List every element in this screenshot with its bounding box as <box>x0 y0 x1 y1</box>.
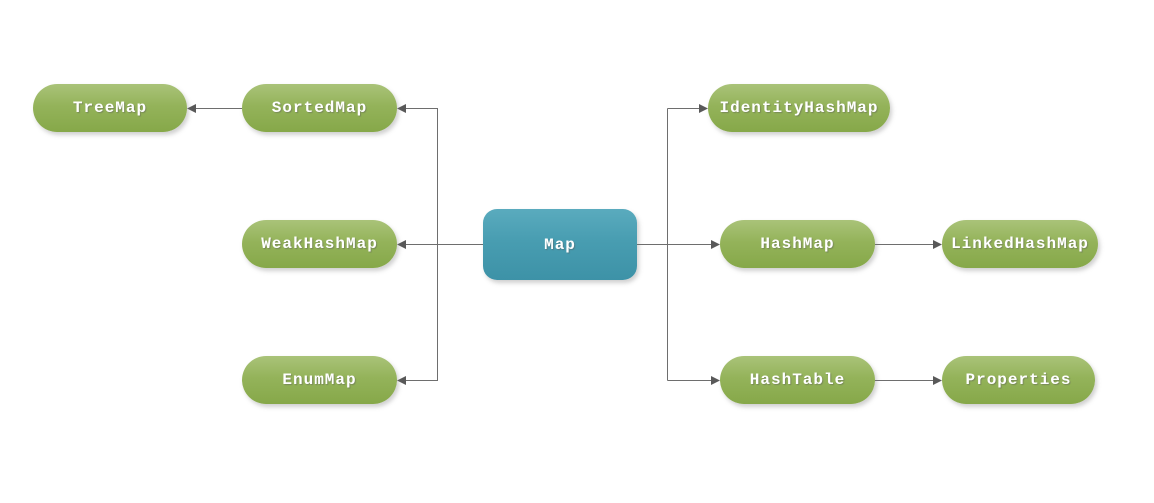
arrowhead-hashmap <box>711 240 720 249</box>
node-hashtable-label: HashTable <box>749 371 846 389</box>
node-enummap[interactable]: EnumMap <box>242 356 397 404</box>
arrowhead-hashtable <box>711 376 720 385</box>
node-identityhashmap-label: IdentityHashMap <box>719 99 879 117</box>
node-linkedhashmap[interactable]: LinkedHashMap <box>942 220 1098 268</box>
node-hashtable[interactable]: HashTable <box>720 356 875 404</box>
arrowhead-treemap <box>187 104 196 113</box>
node-treemap[interactable]: TreeMap <box>33 84 187 132</box>
node-linkedhashmap-label: LinkedHashMap <box>951 235 1089 253</box>
node-properties-label: Properties <box>965 371 1072 389</box>
node-hashmap-label: HashMap <box>760 235 835 253</box>
arrowhead-properties <box>933 376 942 385</box>
node-enummap-label: EnumMap <box>282 371 357 389</box>
node-hashmap[interactable]: HashMap <box>720 220 875 268</box>
node-weakhashmap-label: WeakHashMap <box>261 235 378 253</box>
node-identityhashmap[interactable]: IdentityHashMap <box>708 84 890 132</box>
node-treemap-label: TreeMap <box>72 99 148 117</box>
arrowhead-enummap <box>397 376 406 385</box>
arrowhead-identityhashmap <box>699 104 708 113</box>
arrowhead-linkedhashmap <box>933 240 942 249</box>
node-map[interactable]: Map <box>483 209 637 280</box>
arrowhead-sortedmap <box>397 104 406 113</box>
node-weakhashmap[interactable]: WeakHashMap <box>242 220 397 268</box>
arrowhead-weakhashmap <box>397 240 406 249</box>
node-sortedmap[interactable]: SortedMap <box>242 84 397 132</box>
node-properties[interactable]: Properties <box>942 356 1095 404</box>
node-sortedmap-label: SortedMap <box>271 99 368 117</box>
node-map-label: Map <box>544 235 576 254</box>
